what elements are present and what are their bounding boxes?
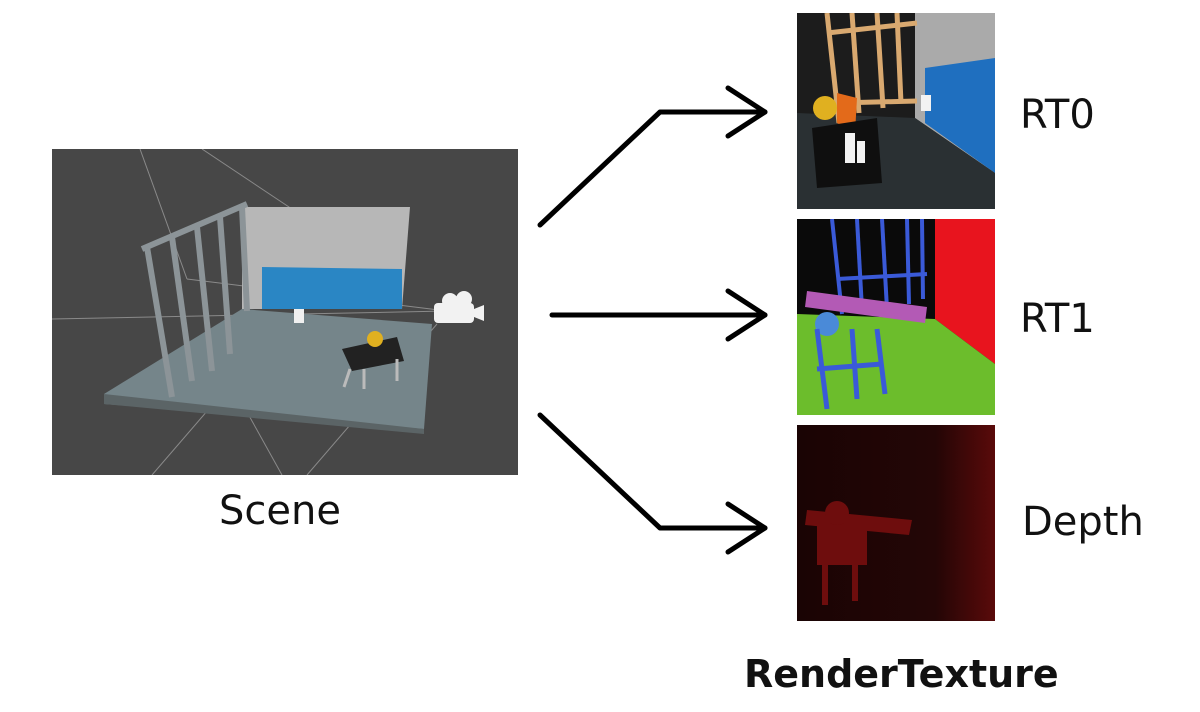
scene-illustration [52, 149, 518, 475]
arrow-scene-to-rt0 [537, 109, 768, 228]
rt1-image [797, 219, 995, 415]
scene-view [52, 149, 518, 475]
arrowhead-depth [725, 501, 768, 555]
depth-image [797, 425, 995, 621]
arrowhead-rt1 [725, 288, 768, 342]
depth-illustration [797, 425, 995, 621]
rt1-illustration [797, 219, 995, 415]
arrowhead-rt0 [725, 85, 768, 139]
rt0-illustration [797, 13, 995, 209]
rt0-image [797, 13, 995, 209]
depth-label: Depth [1022, 499, 1144, 545]
arrow-scene-to-depth [537, 412, 768, 531]
scene-label: Scene [219, 488, 341, 534]
rt0-label: RT0 [1020, 92, 1095, 138]
rt1-label: RT1 [1020, 296, 1095, 342]
render-texture-label: RenderTexture [744, 652, 1059, 696]
